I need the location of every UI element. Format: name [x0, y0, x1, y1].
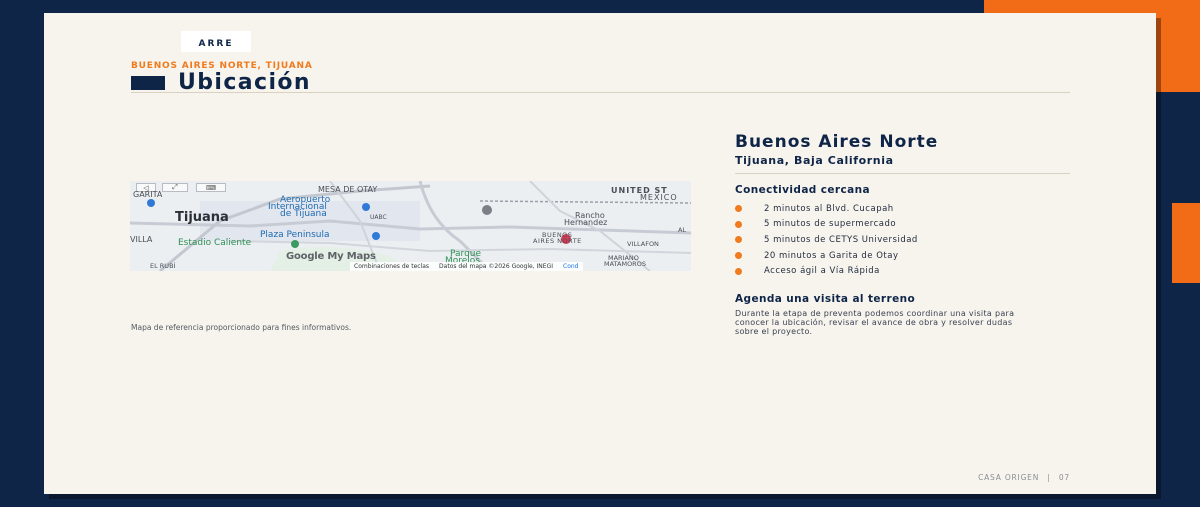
title-row: Ubicación [131, 70, 311, 95]
page-footer: CASA ORIGEN | 07 [978, 473, 1070, 482]
map-share-icon[interactable]: ◁ [136, 183, 156, 192]
map-label: Parque [450, 249, 482, 259]
connectivity-heading: Conectividad cercana [735, 184, 870, 196]
location-map[interactable]: ◁ ⤢ ⌨ GARITA MESA DE OTAY UNITED ST MEXI… [130, 181, 691, 271]
map-keyboard-icon[interactable]: ⌨ [196, 183, 226, 192]
map-label: Rancho [575, 211, 605, 220]
map-label: Morelos [445, 256, 481, 266]
map-label: UABC [370, 214, 387, 221]
location-title: Buenos Aires Norte [735, 132, 939, 152]
location-subtitle: Tijuana, Baja California [735, 154, 894, 167]
footer-separator: | [1047, 473, 1051, 482]
map-label: VILLA [130, 235, 153, 244]
map-label: MESA DE OTAY [318, 185, 378, 194]
map-label: Hernandez [564, 218, 608, 227]
list-item: 5 minutos de supermercado [735, 217, 1070, 233]
list-item: Acceso ágil a Vía Rápida [735, 263, 1070, 279]
location-divider [735, 173, 1070, 174]
map-label: MARIANO [608, 254, 639, 262]
bullet-icon [735, 252, 742, 260]
orange-accent-right [1172, 203, 1200, 283]
map-city-label: Tijuana [175, 210, 229, 225]
bullet-icon [735, 220, 742, 228]
map-caption: Mapa de referencia proporcionado para fi… [131, 323, 352, 332]
brand-logo-mark: ARRE [199, 39, 234, 47]
map-label: Internacional [268, 202, 327, 212]
map-label: Estadio Caliente [178, 238, 252, 248]
title-square-icon [131, 75, 165, 90]
map-label: UNITED ST [611, 186, 668, 195]
map-label: MATAMOROS [604, 260, 646, 268]
map-roads [130, 181, 691, 271]
location-details: Buenos Aires Norte Tijuana, Baja Califor… [735, 132, 1070, 336]
visit-heading: Agenda una visita al terreno [735, 292, 916, 305]
brand-logo: ARRE [181, 31, 251, 52]
page-number: 07 [1058, 473, 1070, 482]
document-page: ARRE BUENOS AIRES NORTE, TIJUANA Ubicaci… [44, 13, 1156, 494]
map-label: AL [678, 226, 687, 234]
connectivity-list: 2 minutos al Blvd. Cucapah 5 minutos de … [735, 201, 1070, 279]
map-label: MEXICO [640, 193, 678, 202]
list-item: 5 minutos de CETYS Universidad [735, 232, 1070, 248]
connectivity-item-text: 5 minutos de supermercado [764, 219, 897, 230]
map-label: GARITA [133, 190, 163, 199]
map-label: EL RUBÍ [150, 262, 176, 270]
list-item: 20 minutos a Garita de Otay [735, 248, 1070, 264]
map-terms-link[interactable]: Cond [563, 263, 579, 270]
map-attribution: Combinaciones de teclas Datos del mapa ©… [350, 262, 583, 271]
map-label: VILLAFON [627, 240, 659, 248]
map-label: de Tijuana [280, 209, 327, 219]
bullet-icon [735, 236, 742, 244]
list-item: 2 minutos al Blvd. Cucapah [735, 201, 1070, 217]
map-data-credit: Datos del mapa ©2026 Google, INEGI [439, 263, 554, 270]
page-kicker: BUENOS AIRES NORTE, TIJUANA [131, 61, 313, 71]
footer-brand: CASA ORIGEN [978, 473, 1040, 482]
visit-description: Durante la etapa de preventa podemos coo… [735, 308, 1015, 336]
svg-text:ARRE: ARRE [199, 39, 234, 47]
google-logo: Google My Maps [286, 251, 376, 262]
bullet-icon [735, 205, 742, 213]
connectivity-item-text: 20 minutos a Garita de Otay [764, 250, 899, 261]
page-title: Ubicación [178, 70, 311, 95]
bullet-icon [735, 267, 742, 275]
map-label: AIRES NORTE [533, 237, 582, 245]
map-expand-icon[interactable]: ⤢ [162, 183, 188, 192]
title-divider [131, 92, 1070, 93]
connectivity-item-text: 5 minutos de CETYS Universidad [764, 234, 918, 245]
map-label: BUENOS [542, 231, 573, 239]
connectivity-item-text: Acceso ágil a Vía Rápida [764, 266, 880, 277]
map-shortcuts-link[interactable]: Combinaciones de teclas [354, 263, 430, 270]
map-label: Aeropuerto [280, 195, 331, 205]
connectivity-item-text: 2 minutos al Blvd. Cucapah [764, 203, 894, 214]
map-label: Plaza Peninsula [260, 230, 330, 240]
